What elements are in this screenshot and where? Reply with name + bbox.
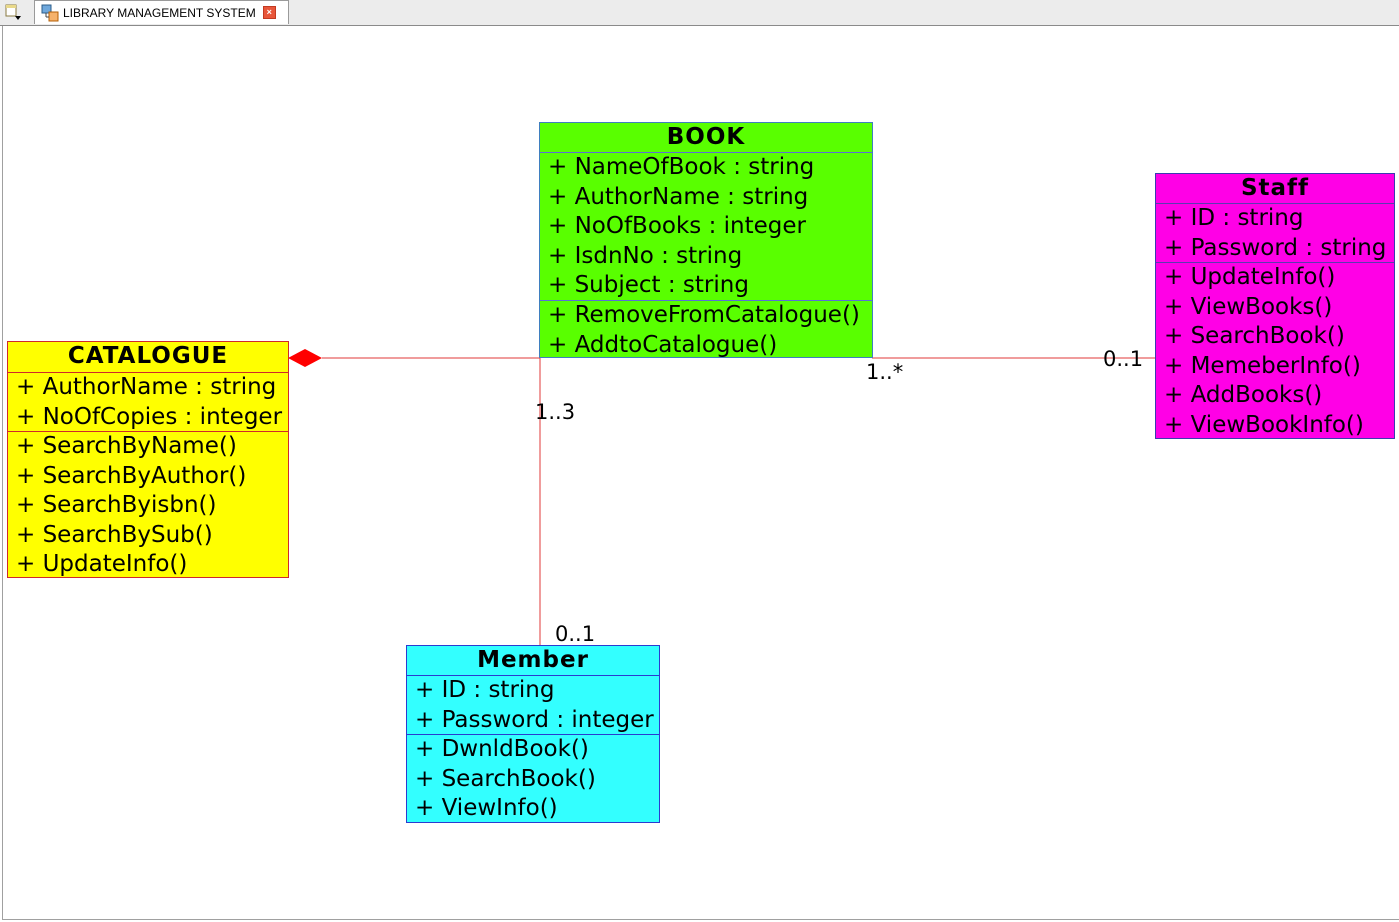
class-name: CATALOGUE [8, 342, 288, 373]
class-name: Member [407, 646, 659, 676]
operation: + SearchByAuthor() [16, 462, 247, 489]
class-book[interactable]: BOOK + NameOfBook : string + AuthorName … [539, 122, 873, 358]
attribute: + NoOfCopies : integer [16, 403, 283, 430]
tab-bar: LIBRARY MANAGEMENT SYSTEM × [0, 0, 1399, 26]
attribute: + NameOfBook : string [548, 154, 815, 180]
tab-title: LIBRARY MANAGEMENT SYSTEM [63, 5, 256, 20]
operation: + UpdateInfo() [16, 551, 188, 577]
operation: + ViewBookInfo() [1164, 411, 1364, 438]
operation: + DwnldBook() [415, 736, 589, 762]
operation: + ViewBooks() [1164, 293, 1333, 320]
close-icon[interactable]: × [262, 6, 276, 19]
attribute: + Subject : string [548, 272, 749, 298]
attribute: + AuthorName : string [548, 183, 809, 210]
document-dropdown-icon [5, 4, 21, 20]
operation: + MemeberInfo() [1164, 352, 1361, 379]
composition-diamond[interactable] [288, 349, 322, 367]
multiplicity-label: 1..* [866, 360, 904, 384]
operation: + UpdateInfo() [1164, 264, 1336, 290]
attribute: + IsdnNo : string [548, 242, 743, 269]
class-member[interactable]: Member + ID : string + Password : intege… [406, 645, 660, 823]
operation: + SearchByisbn() [16, 492, 217, 518]
attributes-section: + ID : string + Password : integer [407, 676, 659, 735]
class-catalogue[interactable]: CATALOGUE + AuthorName : string + NoOfCo… [7, 341, 289, 578]
operation: + SearchBook() [1164, 323, 1345, 349]
tab-library-management-system[interactable]: LIBRARY MANAGEMENT SYSTEM × [34, 0, 289, 24]
operation: + ViewInfo() [415, 795, 558, 821]
attribute: + AuthorName : string [16, 374, 277, 400]
operation: + SearchBySub() [16, 521, 213, 548]
class-diagram-icon [41, 4, 59, 21]
attributes-section: + ID : string + Password : string [1156, 204, 1394, 263]
operations-section: + SearchByName() + SearchByAuthor() + Se… [8, 432, 288, 580]
operation: + AddBooks() [1164, 382, 1323, 408]
attribute: + ID : string [415, 677, 555, 703]
class-name: BOOK [540, 123, 872, 153]
attribute: + Password : integer [415, 706, 654, 733]
operation: + SearchByName() [16, 433, 237, 459]
operation: + AddtoCatalogue() [548, 331, 778, 358]
multiplicity-label: 1..3 [535, 400, 576, 424]
class-name: Staff [1156, 174, 1394, 204]
operation: + SearchBook() [415, 765, 596, 792]
attribute: + Password : string [1164, 234, 1387, 261]
attribute: + ID : string [1164, 205, 1304, 231]
attributes-section: + NameOfBook : string + AuthorName : str… [540, 153, 872, 301]
operation: + RemoveFromCatalogue() [548, 302, 860, 328]
attributes-section: + AuthorName : string + NoOfCopies : int… [8, 373, 288, 432]
multiplicity-label: 0..1 [1103, 347, 1144, 371]
attribute: + NoOfBooks : integer [548, 213, 806, 239]
operations-section: + UpdateInfo() + ViewBooks() + SearchBoo… [1156, 263, 1394, 440]
operations-section: + DwnldBook() + SearchBook() + ViewInfo(… [407, 735, 659, 824]
tab-list-menu-button[interactable] [2, 3, 24, 21]
class-staff[interactable]: Staff + ID : string + Password : string … [1155, 173, 1395, 439]
multiplicity-label: 0..1 [555, 622, 596, 646]
operations-section: + RemoveFromCatalogue() + AddtoCatalogue… [540, 301, 872, 360]
